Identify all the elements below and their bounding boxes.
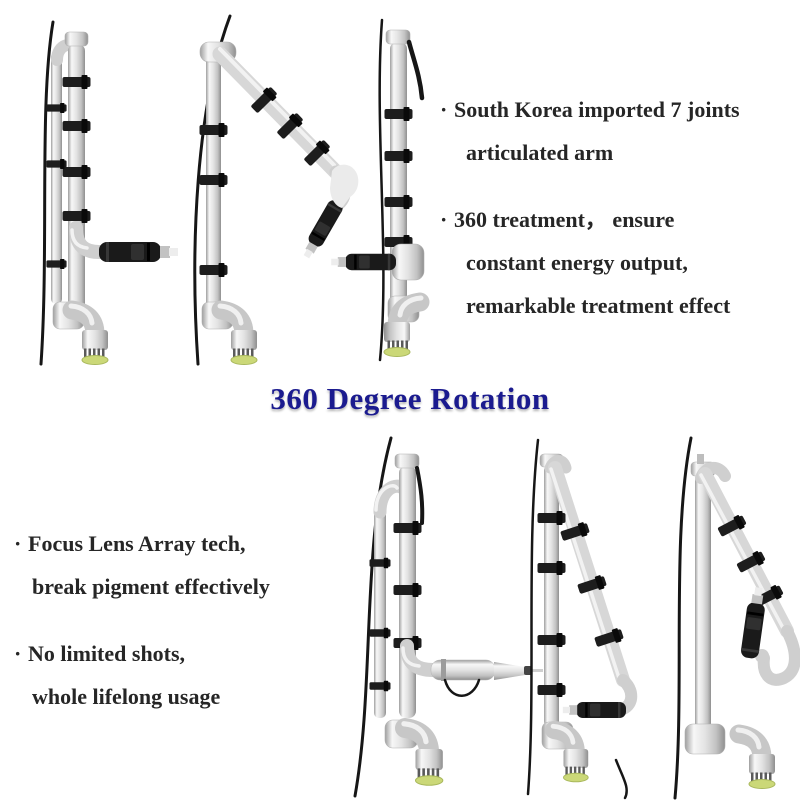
arm-photo-top-middle bbox=[193, 14, 351, 368]
feature-line: constant energy output, bbox=[466, 250, 688, 275]
feature-line: South Korea imported 7 joints bbox=[454, 97, 740, 122]
feature-item: · Focus Lens Array tech, break pigment e… bbox=[14, 522, 354, 608]
section-heading: 360 Degree Rotation bbox=[270, 381, 550, 416]
feature-line: 360 treatment， ensure bbox=[454, 207, 675, 232]
bullet-dot: · bbox=[14, 641, 22, 666]
bullet-dot: · bbox=[440, 97, 448, 122]
arm-photo-top-left bbox=[39, 20, 178, 368]
feature-item: · South Korea imported 7 joints articula… bbox=[440, 88, 800, 174]
arm-photo-bottom-left bbox=[353, 436, 543, 798]
arm-photo-bottom-right bbox=[673, 436, 800, 800]
feature-line: whole lifelong usage bbox=[32, 684, 221, 709]
arm-photo-bottom-middle bbox=[526, 438, 638, 800]
feature-item: · 360 treatment， ensure constant energy … bbox=[440, 198, 800, 327]
feature-list-top: · South Korea imported 7 joints articula… bbox=[440, 88, 800, 327]
bullet-dot: · bbox=[14, 531, 22, 556]
feature-line: Focus Lens Array tech, bbox=[28, 531, 246, 556]
feature-line: No limited shots, bbox=[28, 641, 186, 666]
feature-line: remarkable treatment effect bbox=[466, 293, 731, 318]
feature-line: break pigment effectively bbox=[32, 574, 270, 599]
feature-line: articulated arm bbox=[466, 140, 614, 165]
arm-photo-top-right bbox=[330, 18, 472, 364]
bullet-dot: · bbox=[440, 207, 448, 232]
feature-item: · No limited shots, whole lifelong usage bbox=[14, 632, 354, 718]
feature-list-bottom: · Focus Lens Array tech, break pigment e… bbox=[14, 522, 354, 718]
